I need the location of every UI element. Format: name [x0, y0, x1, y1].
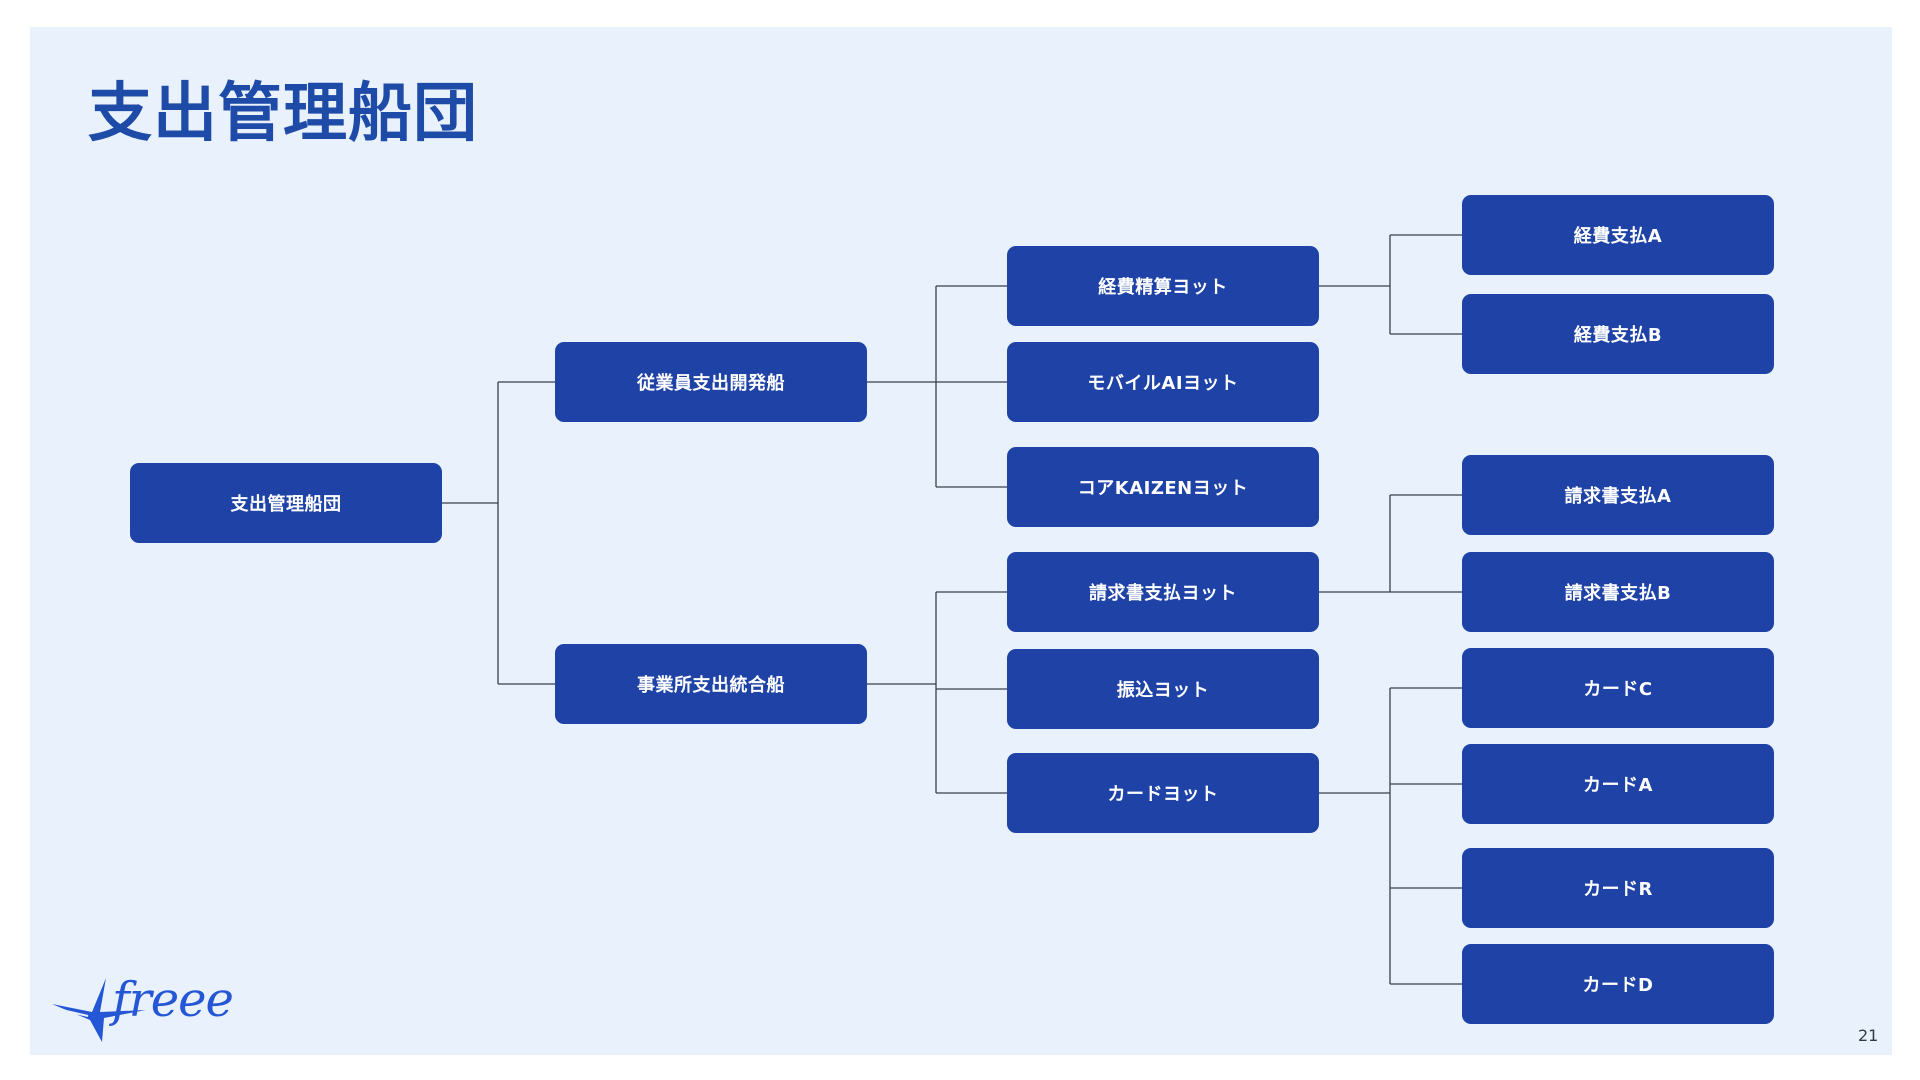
yacht-node-invoice-payment: 請求書支払ヨット — [1007, 552, 1319, 632]
team-node-invoice-payment-b: 請求書支払B — [1462, 552, 1774, 632]
ship-node-office-expense: 事業所支出統合船 — [555, 644, 867, 724]
yacht-node-transfer: 振込ヨット — [1007, 649, 1319, 729]
ship-node-label: 事業所支出統合船 — [637, 675, 785, 696]
yacht-node-card: カードヨット — [1007, 753, 1319, 833]
team-node-card-a: カードA — [1462, 744, 1774, 824]
yacht-node-label: 経費精算ヨット — [1098, 277, 1228, 298]
yacht-node-label: 請求書支払ヨット — [1089, 583, 1237, 604]
team-node-invoice-payment-a: 請求書支払A — [1462, 455, 1774, 535]
ship-node-employee-expense: 従業員支出開発船 — [555, 342, 867, 422]
yacht-node-expense-settlement: 経費精算ヨット — [1007, 246, 1319, 326]
team-node-card-d: カードD — [1462, 944, 1774, 1024]
ship-node-label: 従業員支出開発船 — [637, 373, 785, 394]
team-node-expense-payment-b: 経費支払B — [1462, 294, 1774, 374]
team-node-card-r: カードR — [1462, 848, 1774, 928]
root-node-label: 支出管理船団 — [230, 494, 342, 515]
team-node-label: カードA — [1583, 775, 1653, 796]
team-node-card-c: カードC — [1462, 648, 1774, 728]
team-node-label: カードD — [1582, 975, 1654, 996]
page-number: 21 — [1858, 1026, 1879, 1045]
yacht-node-label: 振込ヨット — [1116, 680, 1210, 701]
root-node: 支出管理船団 — [130, 463, 442, 543]
team-node-label: カードR — [1583, 879, 1653, 900]
yacht-node-core-kaizen: コアKAIZENヨット — [1007, 447, 1319, 527]
team-node-label: 請求書支払B — [1564, 583, 1672, 604]
brand-logo-text: freee — [112, 972, 234, 1028]
team-node-expense-payment-a: 経費支払A — [1462, 195, 1774, 275]
team-node-label: 請求書支払A — [1564, 486, 1672, 507]
yacht-node-mobile-ai: モバイルAIヨット — [1007, 342, 1319, 422]
yacht-node-label: コアKAIZENヨット — [1077, 478, 1249, 499]
team-node-label: 経費支払A — [1573, 226, 1663, 247]
page-title: 支出管理船団 — [88, 77, 478, 151]
team-node-label: 経費支払B — [1573, 325, 1663, 346]
yacht-node-label: カードヨット — [1107, 784, 1219, 805]
bird-icon — [52, 978, 146, 1042]
yacht-node-label: モバイルAIヨット — [1087, 373, 1239, 394]
team-node-label: カードC — [1583, 679, 1653, 700]
